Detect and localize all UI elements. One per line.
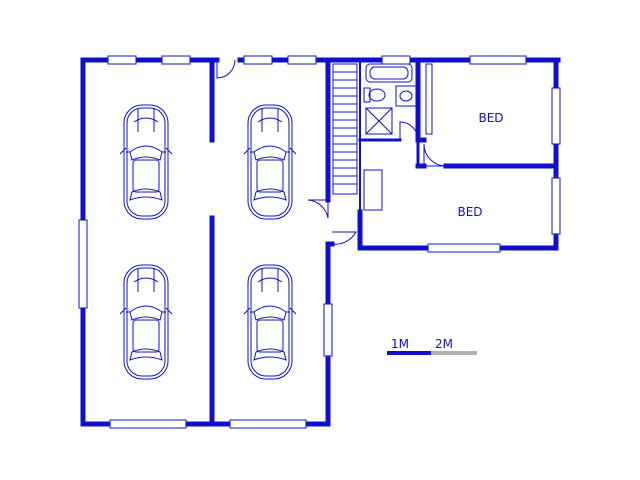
scale-segment-1 <box>387 351 431 355</box>
scale-label-1m: 1M <box>391 337 409 351</box>
car-3 <box>119 264 173 380</box>
interior-walls <box>209 57 559 427</box>
car-4 <box>243 264 297 380</box>
bathtub <box>365 63 413 83</box>
windows <box>78 55 561 429</box>
cupboard <box>363 63 433 211</box>
room-label-bed-2: BED <box>457 205 482 219</box>
doors <box>216 59 447 245</box>
shower <box>365 107 393 135</box>
basin <box>395 85 417 107</box>
scale-bar: 1M 2M <box>387 337 477 355</box>
room-label-bed-1: BED <box>478 111 503 125</box>
toilet <box>363 87 386 103</box>
car-1 <box>119 104 173 220</box>
scale-label-2m: 2M <box>435 337 453 351</box>
car-2 <box>243 104 297 220</box>
scale-segment-2 <box>431 351 477 355</box>
staircase <box>332 63 358 195</box>
cars <box>119 104 297 380</box>
